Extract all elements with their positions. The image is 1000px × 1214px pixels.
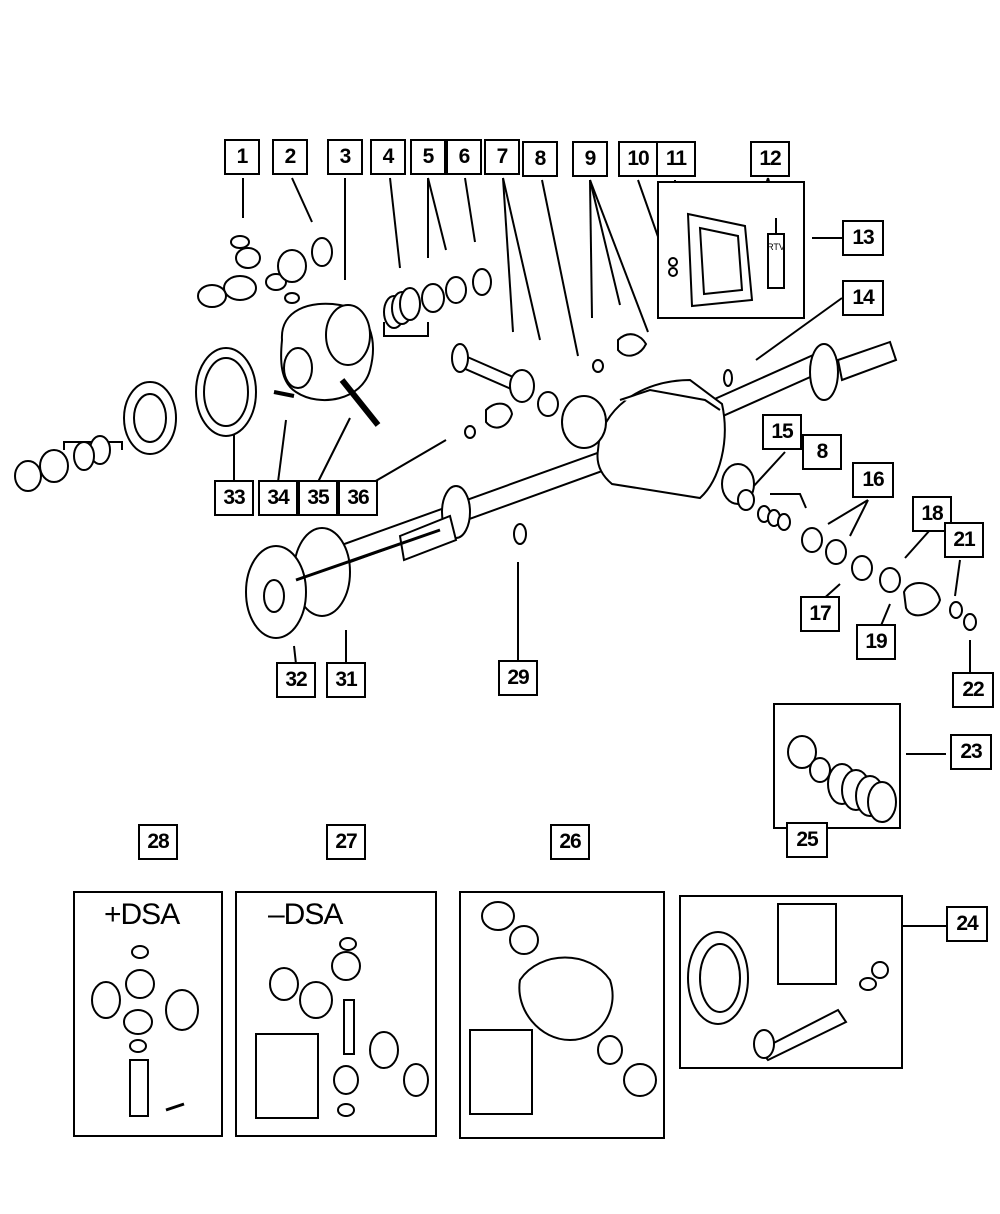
- callout-17: 17: [800, 596, 840, 632]
- callout-27: 27: [326, 824, 366, 860]
- differential-parts-cluster: [14, 235, 492, 492]
- callout-13: 13: [842, 220, 884, 256]
- plus-dsa-panel: [73, 891, 223, 1137]
- minus-dsa-caption: –DSA: [268, 898, 343, 931]
- callout-6: 6: [446, 139, 482, 175]
- callout-12: 12: [750, 141, 790, 177]
- callout-8-top: 8: [522, 141, 558, 177]
- callout-7: 7: [484, 139, 520, 175]
- callout-33: 33: [214, 480, 254, 516]
- callout-4: 4: [370, 139, 406, 175]
- kit-panel-25: [773, 703, 901, 829]
- callout-34: 34: [258, 480, 298, 516]
- callout-36: 36: [338, 480, 378, 516]
- callout-3: 3: [327, 139, 363, 175]
- callout-31: 31: [326, 662, 366, 698]
- callout-11: 11: [656, 141, 696, 177]
- callout-9: 9: [572, 141, 608, 177]
- callout-1: 1: [224, 139, 260, 175]
- callout-28: 28: [138, 824, 178, 860]
- callout-25: 25: [786, 822, 828, 858]
- ring-pinion-panel: [679, 895, 903, 1069]
- rtv-tube-label: RTV: [767, 242, 785, 252]
- callout-19: 19: [856, 624, 896, 660]
- callout-2: 2: [272, 139, 308, 175]
- minus-dsa-panel: [235, 891, 437, 1137]
- callout-8-right: 8: [802, 434, 842, 470]
- callout-26: 26: [550, 824, 590, 860]
- callout-21: 21: [944, 522, 984, 558]
- plus-dsa-caption: +DSA: [104, 898, 180, 931]
- case-assembly-panel: [459, 891, 665, 1139]
- callout-23: 23: [950, 734, 992, 770]
- callout-24: 24: [946, 906, 988, 942]
- callout-10: 10: [618, 141, 658, 177]
- callout-22: 22: [952, 672, 994, 708]
- callout-29: 29: [498, 660, 538, 696]
- callout-5: 5: [410, 139, 446, 175]
- callout-14: 14: [842, 280, 884, 316]
- cover-kit-panel: RTV: [657, 181, 805, 319]
- callout-15: 15: [762, 414, 802, 450]
- axle-housing: [245, 333, 977, 639]
- callout-35: 35: [298, 480, 338, 516]
- callout-16: 16: [852, 462, 894, 498]
- callout-32: 32: [276, 662, 316, 698]
